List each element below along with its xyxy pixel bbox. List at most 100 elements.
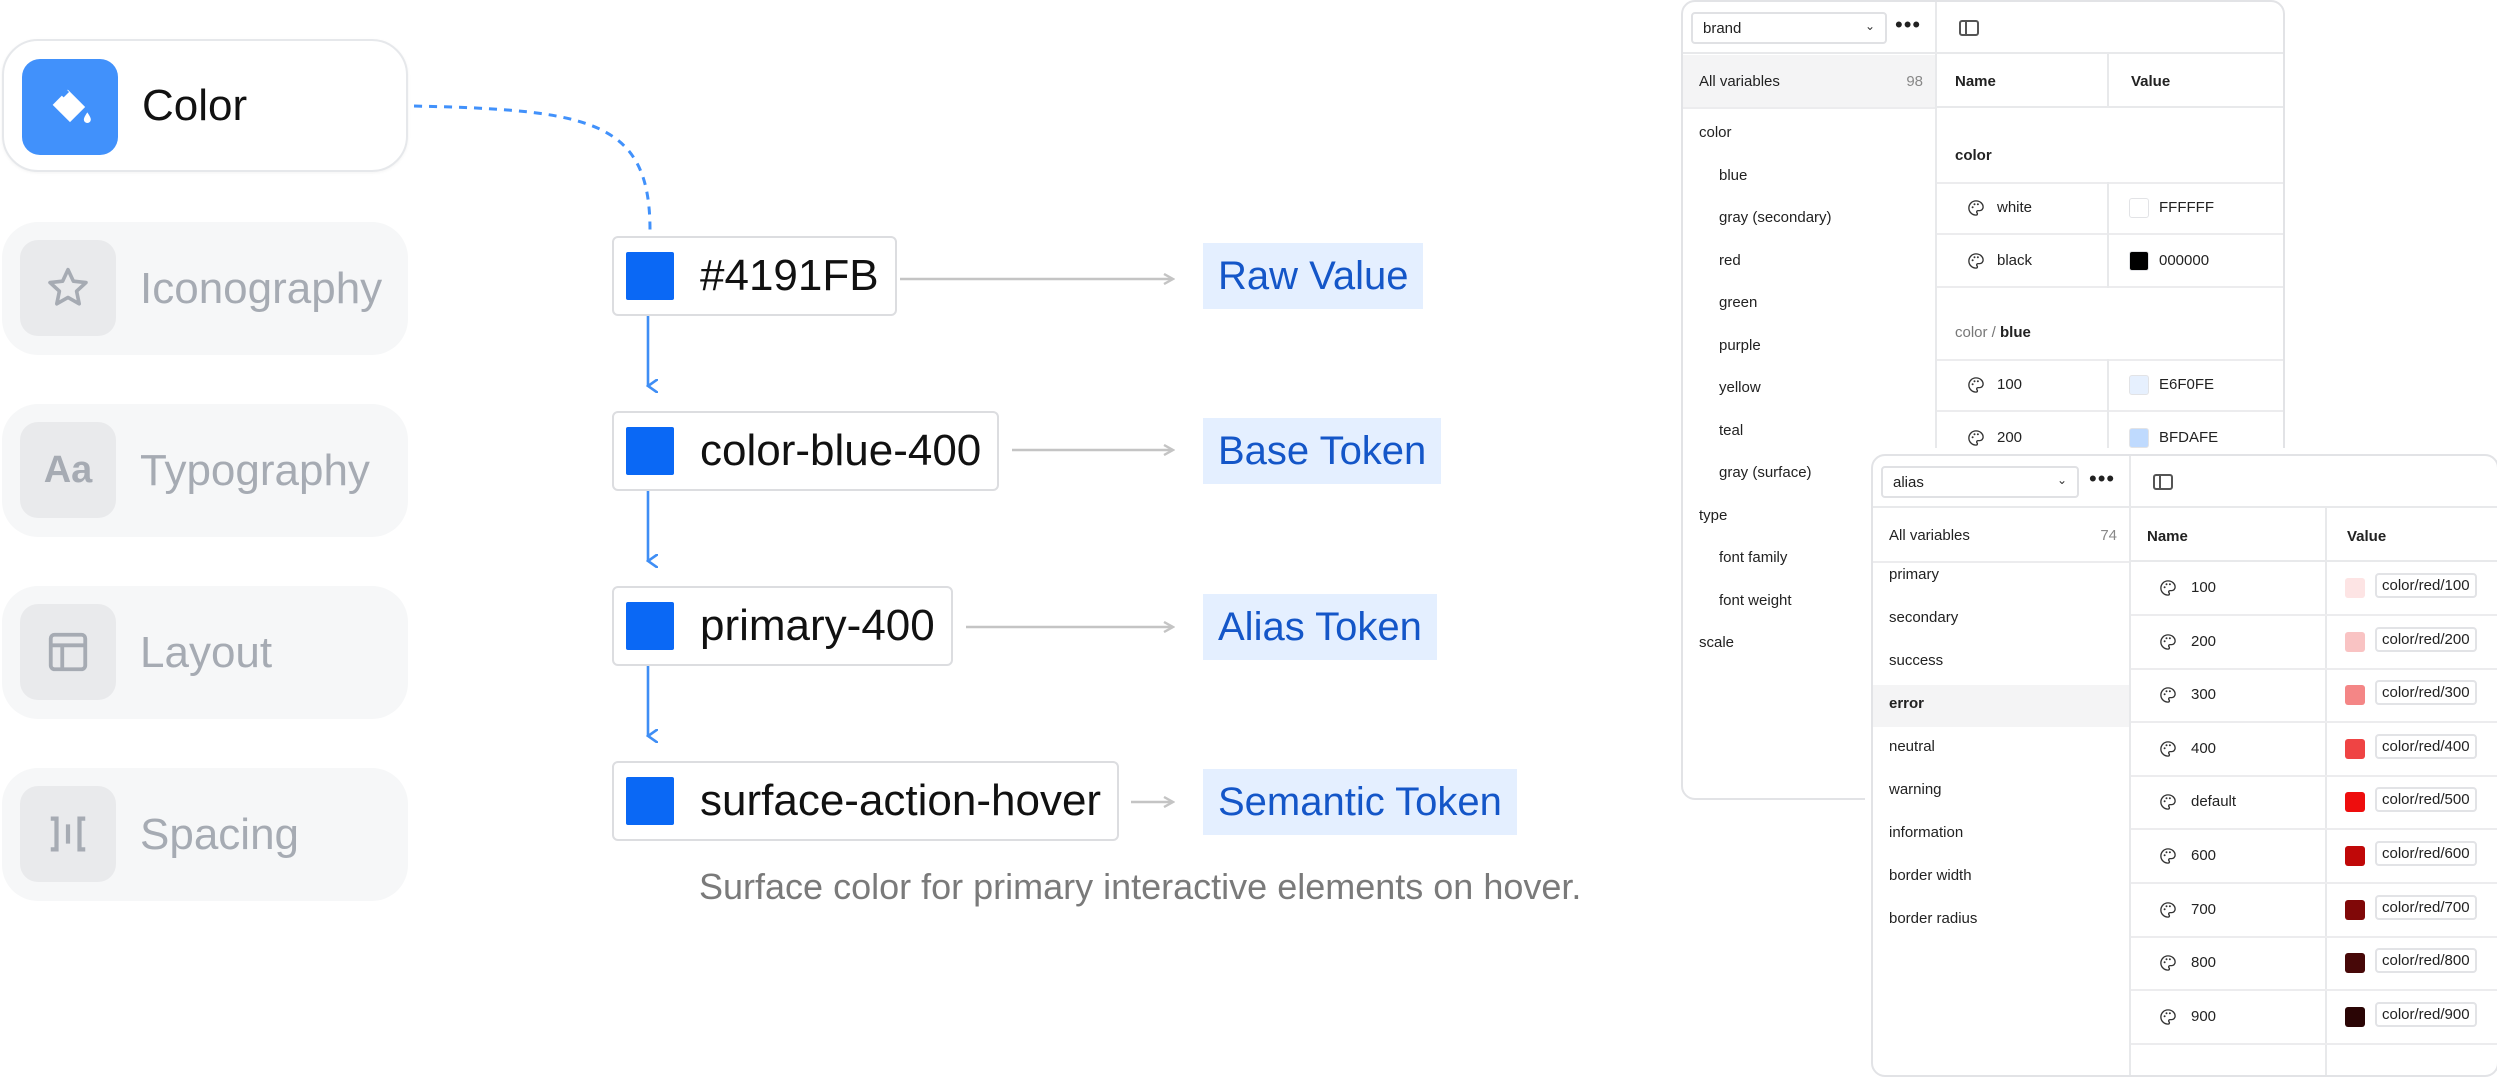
category-typography[interactable]: Aa Typography bbox=[2, 404, 408, 537]
paint-bucket-icon bbox=[22, 59, 118, 155]
token-base: color-blue-400 bbox=[612, 411, 1000, 491]
tag-raw-value: Raw Value bbox=[1203, 243, 1424, 309]
sidebar-subgroup-item[interactable]: red bbox=[1719, 251, 1741, 269]
palette-icon bbox=[1967, 376, 1985, 394]
variable-row[interactable] bbox=[1937, 235, 2283, 288]
column-header-value: Value bbox=[2347, 528, 2387, 545]
color-swatch bbox=[2345, 631, 2365, 652]
collection-select[interactable]: brand ⌄ bbox=[1691, 12, 1887, 44]
alias-reference-pill[interactable]: color/red/400 bbox=[2375, 733, 2477, 759]
category-label: Spacing bbox=[140, 809, 300, 859]
sidebar-subgroup-item[interactable]: gray (surface) bbox=[1719, 464, 1812, 481]
all-variables-item[interactable]: All variables 74 bbox=[1873, 509, 2129, 563]
sidebar-group-item[interactable]: information bbox=[1889, 824, 1964, 841]
color-swatch bbox=[626, 252, 674, 300]
color-swatch bbox=[2345, 899, 2365, 920]
tag-base-token: Base Token bbox=[1203, 418, 1442, 484]
sidebar-subgroup-item[interactable]: font weight bbox=[1719, 591, 1792, 609]
variable-row[interactable] bbox=[2131, 669, 2497, 724]
variable-row[interactable] bbox=[2131, 562, 2497, 616]
sidebar-subgroup-item[interactable]: green bbox=[1719, 294, 1758, 311]
column-divider bbox=[2325, 508, 2327, 1075]
collection-select-value: alias bbox=[1893, 473, 1924, 491]
token-description: Surface color for primary interactive el… bbox=[699, 866, 1582, 907]
sidebar-group-item[interactable]: border width bbox=[1889, 867, 1972, 884]
collection-select[interactable]: alias ⌄ bbox=[1881, 466, 2079, 498]
alias-reference-pill[interactable]: color/red/500 bbox=[2375, 787, 2477, 813]
sidebar-group-item[interactable]: primary bbox=[1889, 566, 1940, 583]
tag-semantic-token: Semantic Token bbox=[1203, 769, 1517, 835]
sidebar-group-item[interactable]: warning bbox=[1889, 781, 1942, 798]
alias-reference-pill[interactable]: color/red/600 bbox=[2375, 841, 2477, 866]
collection-select-value: brand bbox=[1703, 19, 1742, 37]
sidebar-group-item[interactable]: success bbox=[1889, 652, 1944, 669]
sidebar-group-item[interactable]: scale bbox=[1699, 634, 1735, 651]
sidebar-subgroup-item[interactable]: font family bbox=[1719, 549, 1788, 566]
sidebar-subgroup-item[interactable]: teal bbox=[1719, 421, 1744, 439]
column-divider bbox=[2107, 359, 2109, 412]
variable-row[interactable] bbox=[1937, 182, 2283, 235]
token-semantic: surface-action-hover bbox=[612, 761, 1120, 841]
palette-icon bbox=[2159, 1008, 2177, 1026]
sidebar-group-item[interactable]: type bbox=[1699, 506, 1728, 524]
palette-icon bbox=[2159, 686, 2177, 704]
more-options-icon[interactable]: ••• bbox=[1895, 12, 1922, 37]
alias-reference-pill[interactable]: color/red/300 bbox=[2375, 680, 2477, 706]
sidebar-subgroup-item[interactable]: gray (secondary) bbox=[1719, 209, 1832, 226]
variable-name: 900 bbox=[2191, 1007, 2217, 1025]
alias-reference-pill[interactable]: color/red/200 bbox=[2375, 626, 2477, 652]
all-variables-label: All variables bbox=[1889, 526, 1970, 544]
palette-icon bbox=[2159, 793, 2177, 811]
sidebar-subgroup-item[interactable]: purple bbox=[1719, 336, 1761, 354]
variable-row[interactable] bbox=[2131, 937, 2497, 992]
alias-variables-panel: alias ⌄ ••• All variables 74 primary seco… bbox=[1871, 454, 2497, 1077]
alias-reference-pill[interactable]: color/red/100 bbox=[2375, 573, 2477, 598]
more-options-icon[interactable]: ••• bbox=[2089, 466, 2116, 491]
sidebar-toggle-icon[interactable] bbox=[2153, 474, 2173, 490]
column-divider bbox=[2107, 235, 2109, 288]
sidebar-group-item[interactable]: border radius bbox=[1889, 910, 1978, 927]
alias-reference-pill[interactable]: color/red/900 bbox=[2375, 1001, 2477, 1027]
color-swatch bbox=[626, 602, 674, 650]
category-iconography[interactable]: Iconography bbox=[2, 222, 408, 355]
column-divider bbox=[2107, 54, 2109, 108]
variable-row[interactable] bbox=[2131, 830, 2497, 884]
chevron-down-icon: ⌄ bbox=[1864, 19, 1875, 33]
variable-name: 800 bbox=[2191, 954, 2217, 972]
variable-row[interactable] bbox=[2131, 723, 2497, 777]
category-spacing[interactable]: Spacing bbox=[2, 768, 408, 901]
sidebar-subgroup-item[interactable]: blue bbox=[1719, 166, 1748, 184]
color-swatch bbox=[2345, 953, 2365, 974]
color-swatch bbox=[2345, 792, 2365, 813]
sidebar-group-item[interactable]: neutral bbox=[1889, 738, 1935, 755]
token-raw-value: #4191FB bbox=[612, 236, 897, 316]
sidebar-toggle-icon[interactable] bbox=[1959, 20, 1979, 36]
variable-row[interactable] bbox=[2131, 616, 2497, 670]
alias-topbar bbox=[1873, 456, 2497, 508]
column-divider bbox=[2107, 412, 2109, 465]
palette-icon bbox=[2159, 901, 2177, 919]
variable-name: 100 bbox=[1997, 376, 2023, 393]
variable-row[interactable] bbox=[1937, 359, 2283, 412]
category-layout[interactable]: Layout bbox=[2, 586, 408, 719]
variable-value: E6F0FE bbox=[2159, 376, 2215, 393]
alias-reference-pill[interactable]: color/red/700 bbox=[2375, 894, 2477, 920]
sidebar-group-item[interactable]: error bbox=[1889, 695, 1925, 712]
variable-row[interactable] bbox=[2131, 776, 2497, 831]
sidebar-group-item[interactable]: color bbox=[1699, 124, 1732, 141]
palette-icon bbox=[2159, 740, 2177, 758]
alias-reference-pill[interactable]: color/red/800 bbox=[2375, 948, 2477, 974]
color-swatch bbox=[2129, 198, 2149, 218]
color-swatch bbox=[626, 427, 674, 475]
section-title-path: color / blue bbox=[1955, 324, 2031, 341]
variable-row[interactable] bbox=[2131, 884, 2497, 938]
variable-row[interactable] bbox=[2131, 991, 2497, 1045]
variable-name: 300 bbox=[2191, 686, 2217, 704]
variable-name: default bbox=[2191, 793, 2237, 811]
all-variables-item[interactable]: All variables 98 bbox=[1683, 55, 1935, 109]
sidebar-group-item[interactable]: secondary bbox=[1889, 609, 1959, 626]
header-divider bbox=[1937, 106, 2283, 108]
category-color[interactable]: Color bbox=[2, 39, 408, 172]
variable-name: 200 bbox=[2191, 632, 2217, 650]
sidebar-subgroup-item[interactable]: yellow bbox=[1719, 379, 1761, 396]
